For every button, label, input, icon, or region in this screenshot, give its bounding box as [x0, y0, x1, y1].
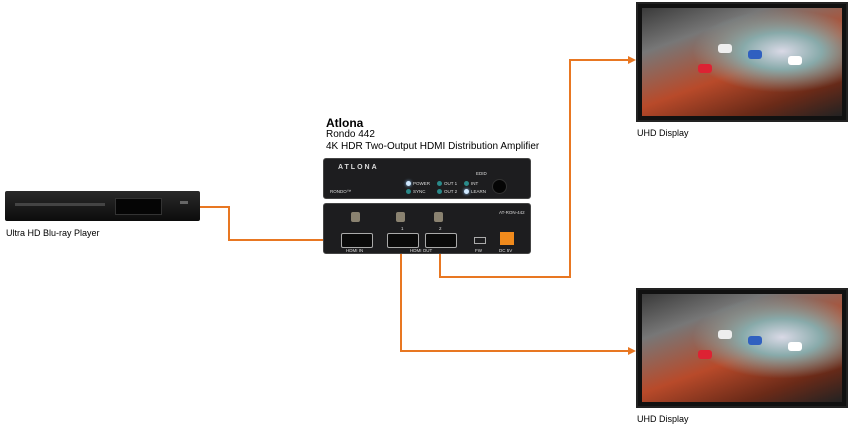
source-label: Ultra HD Blu-ray Player — [6, 228, 100, 238]
led-label-out2: OUT 2 — [444, 189, 458, 194]
device-brand: Atlona — [326, 116, 364, 130]
edid-button — [492, 179, 507, 194]
device-model: Rondo 442 — [326, 129, 375, 140]
uhd-display-1 — [636, 2, 848, 122]
dc-5v-label: DC 5V — [499, 248, 513, 253]
led-label-sync: SYNC — [413, 189, 426, 194]
racing-image — [642, 294, 842, 402]
front-name: RONDO™ — [330, 189, 352, 194]
device-rear-panel: AT-RON-442 HDMI IN 1 2 HDMI OUT FW DC 5V — [323, 203, 531, 254]
device-description: 4K HDR Two-Output HDMI Distribution Ampl… — [326, 141, 540, 152]
blu-ray-player — [5, 191, 200, 221]
hdmi-out2-lock — [434, 212, 443, 222]
hdmi-out1-lock — [396, 212, 405, 222]
led-label-power: POWER — [413, 181, 431, 186]
led-power — [406, 181, 411, 186]
disc-tray — [15, 203, 105, 206]
edid-label: EDID — [476, 171, 487, 176]
dc-power-terminal — [500, 232, 514, 245]
hdmi-out2-port — [425, 233, 457, 248]
device-front-panel: ATLONA RONDO™ POWER SYNC OUT 1 OUT 2 EDI… — [323, 158, 531, 199]
display-2-label: UHD Display — [637, 414, 689, 424]
led-label-int: INT — [471, 181, 479, 186]
atlona-logo: ATLONA — [338, 164, 379, 171]
led-int — [464, 181, 469, 186]
cable-out2-to-display-1 — [439, 59, 630, 278]
racing-image — [642, 8, 842, 116]
led-label-learn: LEARN — [471, 189, 487, 194]
fw-usb-port — [474, 237, 486, 244]
out1-number: 1 — [401, 226, 404, 231]
cable-out1-to-display-2 — [400, 247, 630, 352]
led-learn — [464, 189, 469, 194]
led-sync — [406, 189, 411, 194]
display-1-label: UHD Display — [637, 128, 689, 138]
power-button — [180, 201, 188, 204]
hdmi-in-lock — [351, 212, 360, 222]
led-label-out1: OUT 1 — [444, 181, 458, 186]
hdmi-out-label: HDMI OUT — [410, 248, 433, 253]
led-out1 — [437, 181, 442, 186]
fw-label: FW — [475, 248, 482, 253]
led-out2 — [437, 189, 442, 194]
hdmi-out1-port — [387, 233, 419, 248]
out2-number: 2 — [439, 226, 442, 231]
display-window — [115, 198, 162, 215]
hdmi-in-port — [341, 233, 373, 248]
cable-source-to-hdmi-in — [200, 206, 336, 241]
uhd-display-2 — [636, 288, 848, 408]
hdmi-in-label: HDMI IN — [346, 248, 364, 253]
model-code: AT-RON-442 — [499, 210, 525, 215]
